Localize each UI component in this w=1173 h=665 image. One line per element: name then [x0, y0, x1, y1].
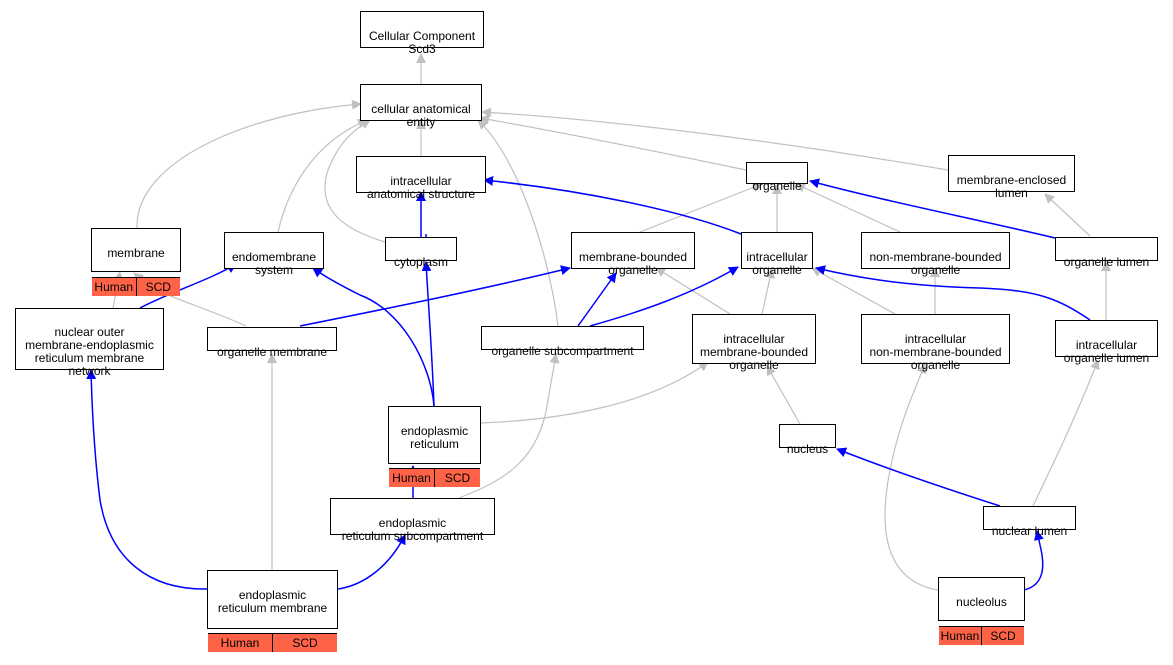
node-label: nuclear lumen [991, 523, 1068, 538]
node-endoplasmic-reticulum[interactable]: endoplasmic reticulum Human SCD [388, 406, 481, 487]
edge-erm-ersub [337, 534, 406, 590]
node-organelle[interactable]: organelle [746, 162, 808, 192]
edge-nucleolus-inmbo [884, 363, 939, 591]
node-intracellular-anatomical-structure[interactable]: intracellular anatomical structure [356, 156, 486, 200]
node-non-membrane-bounded-organelle[interactable]: non-membrane-bounded organelle [861, 232, 1010, 276]
node-label: membrane-enclosed lumen [956, 172, 1067, 200]
node-er-subcompartment[interactable]: endoplasmic reticulum subcompartment [330, 498, 495, 542]
annotation-row: Human SCD [389, 468, 480, 487]
annotation-scd: SCD [272, 634, 337, 652]
edge-imbo-io [761, 268, 775, 315]
node-label: organelle subcompartment [491, 343, 634, 358]
edge-er-cytoplasm [421, 261, 435, 407]
edge-cytoplasm-cae [324, 119, 386, 243]
edge-nmbo-organelle [795, 183, 901, 233]
node-er-membrane[interactable]: endoplasmic reticulum membrane Human SCD [207, 570, 338, 652]
node-membrane-enclosed-lumen[interactable]: membrane-enclosed lumen [948, 155, 1075, 199]
edge-endomembrane-cae [277, 118, 368, 233]
node-cellular-anatomical-entity[interactable]: cellular anatomical entity [360, 84, 482, 128]
edge-er-imbo [480, 361, 709, 424]
node-label: endoplasmic reticulum subcompartment [341, 515, 484, 543]
edge-nlumen-iolumen [1032, 359, 1100, 507]
node-cellular-component-scd3[interactable]: Cellular Component Scd3 [360, 11, 484, 55]
node-label: intracellular anatomical structure [366, 173, 476, 201]
node-label: intracellular organelle lumen [1063, 337, 1150, 365]
edge-osub-mbo [577, 272, 617, 327]
edge-membrane-cae [136, 99, 362, 229]
node-membrane-bounded-organelle[interactable]: membrane-bounded organelle [571, 232, 695, 276]
edge-osub-cae [477, 119, 559, 327]
node-label: cellular anatomical entity [371, 101, 471, 129]
node-intracellular-non-membrane-bounded-organelle[interactable]: intracellular non-membrane-bounded organ… [861, 314, 1010, 371]
annotation-human: Human [389, 469, 434, 487]
node-label: intracellular non-membrane-bounded organ… [869, 331, 1002, 372]
node-nucleolus[interactable]: nucleolus Human SCD [938, 577, 1025, 645]
node-label: organelle lumen [1063, 254, 1150, 269]
node-nuclear-outer-membrane-er-network[interactable]: nuclear outer membrane-endoplasmic retic… [15, 308, 164, 378]
node-label: cytoplasm [393, 254, 449, 269]
annotation-human: Human [208, 634, 272, 652]
node-label: intracellular membrane-bounded organelle [699, 331, 809, 372]
edge-osub-io [589, 266, 739, 327]
edge-iolumen-io [815, 265, 1091, 321]
node-intracellular-organelle[interactable]: intracellular organelle [741, 232, 813, 276]
annotation-row: Human SCD [92, 277, 180, 296]
annotation-row: Human SCD [939, 626, 1024, 645]
node-organelle-membrane[interactable]: organelle membrane [207, 327, 337, 358]
node-label: nuclear outer membrane-endoplasmic retic… [25, 325, 154, 378]
annotation-scd: SCD [434, 469, 480, 487]
edge-nucleolus-nlumen [1023, 530, 1044, 591]
edge-ersub-osub [458, 353, 560, 499]
node-label: non-membrane-bounded organelle [869, 249, 1002, 277]
node-label: endoplasmic reticulum [400, 423, 469, 451]
edge-inmbo-io [811, 267, 896, 315]
node-organelle-subcompartment[interactable]: organelle subcompartment [481, 326, 644, 357]
node-endomembrane-system[interactable]: endomembrane system [224, 232, 324, 276]
annotation-scd: SCD [135, 278, 180, 296]
node-label: nucleolus [956, 594, 1007, 609]
node-label: membrane [107, 245, 165, 260]
edge-erm-nom [86, 369, 208, 590]
edge-olumen-organelle [809, 178, 1056, 239]
edge-omem-mbo [299, 265, 571, 327]
node-label: endoplasmic reticulum membrane [217, 588, 328, 615]
edge-nucleus-imbo [766, 365, 801, 425]
edge-mbo-organelle [639, 182, 763, 233]
node-intracellular-organelle-lumen[interactable]: intracellular organelle lumen [1055, 320, 1158, 364]
node-label: organelle membrane [216, 344, 328, 359]
edge-olumen-mel [1044, 193, 1091, 237]
annotation-scd: SCD [981, 627, 1024, 645]
node-label: Cellular Component Scd3 [368, 28, 476, 56]
edge-organelle-cae [479, 114, 747, 171]
node-nuclear-lumen[interactable]: nuclear lumen [983, 506, 1076, 537]
annotation-human: Human [939, 627, 981, 645]
annotation-row: Human SCD [208, 633, 337, 652]
node-label: organelle [752, 178, 802, 193]
node-label: intracellular organelle [746, 249, 808, 277]
node-nucleus[interactable]: nucleus [779, 424, 836, 455]
edge-er-endomembrane [312, 267, 435, 407]
edge-io-ias [483, 175, 742, 235]
annotation-human: Human [92, 278, 136, 296]
node-cytoplasm[interactable]: cytoplasm [385, 237, 457, 268]
node-label: endomembrane system [231, 249, 317, 277]
edge-mel-cae [481, 107, 949, 171]
edge-nlumen-nucleus [836, 447, 1001, 507]
node-organelle-lumen[interactable]: organelle lumen [1055, 237, 1158, 268]
edge-imbo-mbo [655, 267, 731, 315]
node-label: nucleus [786, 441, 829, 456]
node-membrane[interactable]: membrane Human SCD [91, 228, 181, 296]
node-label: membrane-bounded organelle [578, 249, 688, 277]
node-intracellular-membrane-bounded-organelle[interactable]: intracellular membrane-bounded organelle [692, 314, 816, 371]
